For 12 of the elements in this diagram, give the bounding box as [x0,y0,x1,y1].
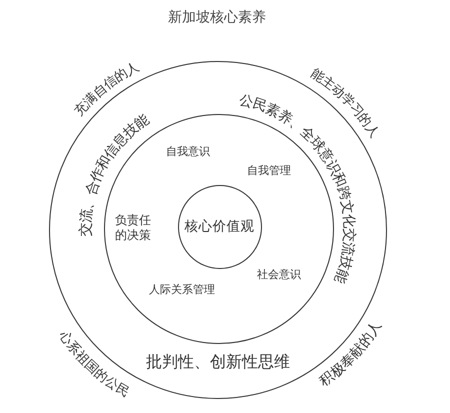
text-label: 自我管理 [247,164,291,178]
inner-circle [178,185,262,269]
curved-label: 积极奉献的人 [316,318,385,390]
text-label: 批判性、创新性思维 [146,352,290,372]
title: 新加坡核心素养 [168,9,266,27]
text-label: 负责任的决策 [114,213,152,243]
center-label: 核心价值观 [184,218,254,235]
text-label: 人际关系管理 [149,283,215,297]
text-label: 社会意识 [257,268,301,282]
text-label: 自我意识 [166,145,210,159]
outer-circle [49,61,387,399]
curved-label: 心系祖国的公民 [56,328,132,400]
